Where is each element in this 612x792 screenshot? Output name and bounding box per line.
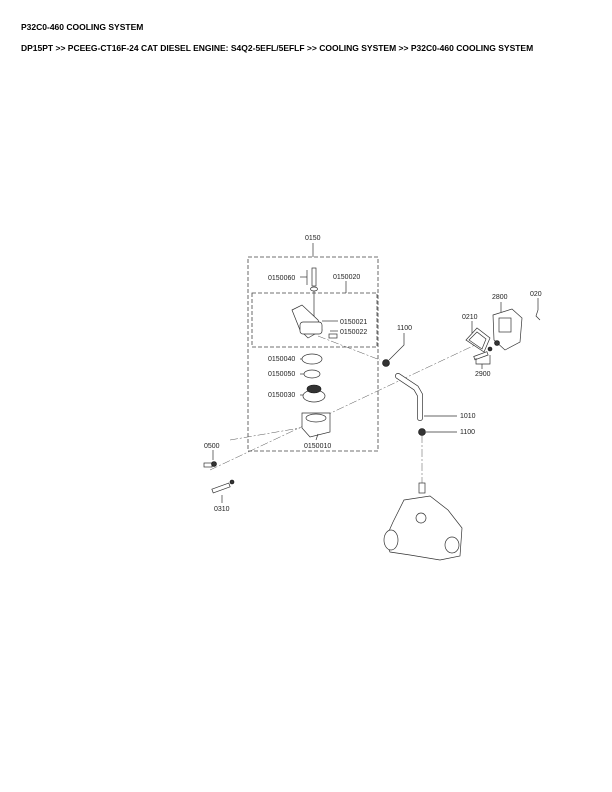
bolt-2900 xyxy=(473,346,493,369)
thermostat-cover-2800 xyxy=(492,302,523,351)
bolt-0500 xyxy=(203,450,217,468)
center-line xyxy=(317,335,381,361)
thermostat-0150030 xyxy=(302,384,326,403)
label-2800: 2800 xyxy=(492,294,508,301)
label-1010: 1010 xyxy=(460,413,476,420)
hook-0200 xyxy=(535,298,541,321)
gasket-0210 xyxy=(465,321,491,353)
water-outlet-elbow xyxy=(291,304,338,339)
center-line xyxy=(229,427,301,441)
label-0150021: 0150021 xyxy=(340,319,367,326)
thermostat-housing-0150010 xyxy=(301,412,331,438)
label-0200: 020 xyxy=(530,291,542,298)
bolt-0310 xyxy=(211,479,235,503)
seal-0150050 xyxy=(303,369,321,379)
label-0150: 0150 xyxy=(305,235,321,242)
label-0150010: 0150010 xyxy=(304,443,331,450)
label-0150050: 0150050 xyxy=(268,371,295,378)
label-1100-upper: 1100 xyxy=(397,325,412,332)
label-0150040: 0150040 xyxy=(268,356,295,363)
water-pump xyxy=(383,482,463,561)
label-0150030: 0150030 xyxy=(268,392,295,399)
gasket-0150040 xyxy=(301,353,323,365)
center-line xyxy=(209,344,476,471)
label-0210: 0210 xyxy=(462,314,478,321)
label-0500: 0500 xyxy=(204,443,220,450)
label-1100-lower: 1100 xyxy=(460,429,475,436)
clamp-1100-lower xyxy=(418,428,457,436)
label-0150022: 0150022 xyxy=(340,329,367,336)
label-0150060: 0150060 xyxy=(268,275,295,282)
label-0150020: 0150020 xyxy=(333,274,360,281)
breadcrumb: DP15PT >> PCEEG-CT16F-24 CAT DIESEL ENGI… xyxy=(21,43,534,53)
bolt-0150060 xyxy=(300,267,318,318)
page-title: P32C0-460 COOLING SYSTEM xyxy=(21,22,144,32)
clamp-1100-upper xyxy=(382,333,405,367)
label-0310: 0310 xyxy=(214,506,230,513)
assembly-0150020-box xyxy=(251,292,378,348)
hose-1010 xyxy=(395,373,457,421)
label-2900: 2900 xyxy=(475,371,491,378)
